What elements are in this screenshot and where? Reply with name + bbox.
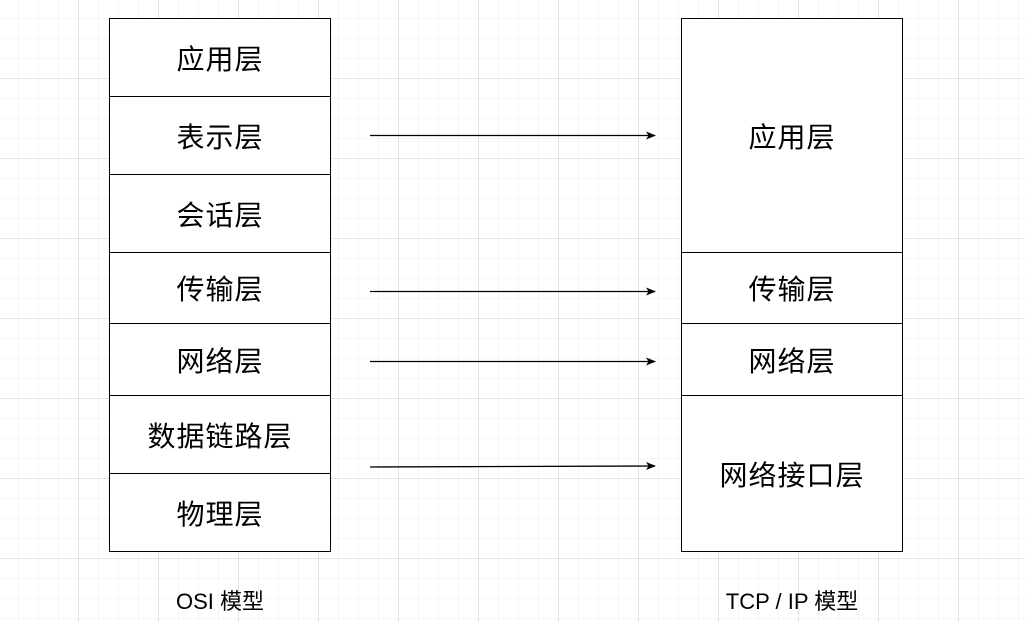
osi-layer-network[interactable]: 网络层: [109, 323, 331, 396]
osi-model-stack: 应用层 表示层 会话层 传输层 网络层 数据链路层 物理层: [109, 18, 331, 552]
osi-layer-application[interactable]: 应用层: [109, 18, 331, 97]
tcp-layer-internet[interactable]: 网络层: [681, 323, 903, 396]
tcp-layer-network-interface[interactable]: 网络接口层: [681, 395, 903, 552]
tcp-layer-transport[interactable]: 传输层: [681, 252, 903, 324]
arrow-network-interface-mapping: [369, 462, 656, 471]
osi-model-caption: OSI 模型: [175, 589, 264, 614]
osi-layer-physical[interactable]: 物理层: [109, 473, 331, 552]
tcp-ip-model-caption: TCP / IP 模型: [725, 589, 859, 614]
osi-layer-data-link[interactable]: 数据链路层: [109, 395, 331, 474]
osi-layer-presentation[interactable]: 表示层: [109, 96, 331, 175]
tcp-layer-application[interactable]: 应用层: [681, 18, 903, 253]
tcp-ip-model-stack: 应用层 传输层 网络层 网络接口层: [681, 18, 903, 552]
osi-layer-session[interactable]: 会话层: [109, 174, 331, 253]
